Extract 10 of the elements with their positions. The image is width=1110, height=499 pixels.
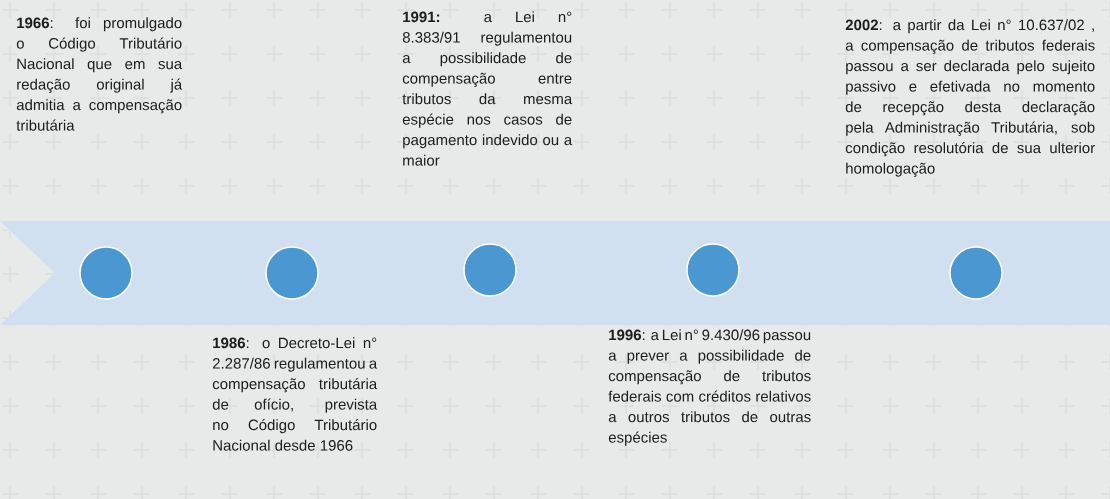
timeline-dot — [463, 243, 517, 297]
timeline-dot — [686, 243, 740, 297]
timeline-dot — [949, 246, 1003, 300]
timeline-dot — [265, 246, 319, 300]
event-text: 1986: o Decreto-Lei n° 2.287/86 regulamentou a compensação tributária de ofício, prevista no Código Tributário Nacional desde 1966 — [212, 337, 378, 451]
timeline-dot — [79, 246, 133, 300]
event-text: 1991: a Lei n° 8.383/91 regulamentou a possibilidade de compensação entre tributos da mesma espécie nos casos de pagamento indevido ou a maior — [402, 11, 573, 166]
event-text: 1966: foi promulgado o Código Tributário Nacional que em sua redação original já admitia a compensação tributária — [16, 17, 183, 131]
event-text: 1996: a Lei n° 9.430/96 passou a prever a possibilidade de compensação de tributos federais com créditos relativos a outros tributos de outras espécies — [608, 329, 811, 446]
event-text: 2002: a partir da Lei n° 10.637/02 , a compensação de tributos federais passou a ser declarada pelo sujeito passivo e efetivada no momento de recepção desta declaração pela Administração Tributária, sob condição resolutória de sua ulterior homologação — [845, 19, 1095, 177]
